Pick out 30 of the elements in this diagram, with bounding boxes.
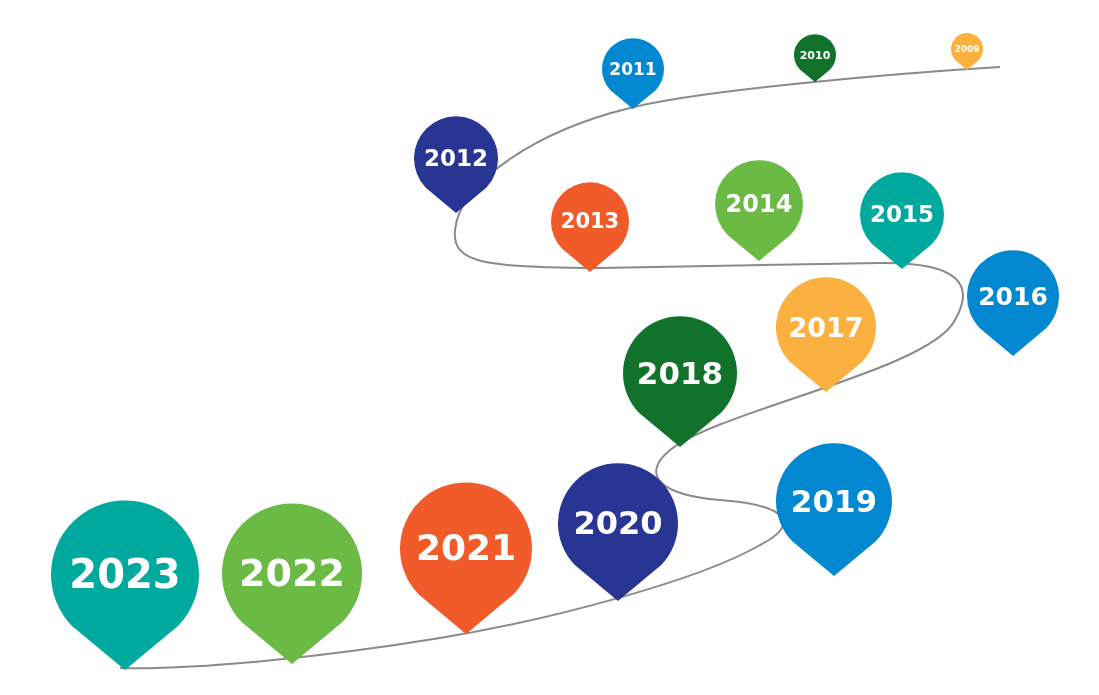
year-label: 2016	[977, 284, 1049, 309]
year-label: 2020	[572, 507, 664, 539]
year-label: 2011	[608, 61, 658, 78]
map-pin	[794, 34, 836, 82]
year-label: 2023	[68, 554, 182, 594]
map-pin	[776, 443, 892, 576]
year-label: 2018	[635, 358, 725, 389]
year-label: 2009	[953, 45, 981, 54]
map-pin	[715, 160, 803, 261]
map-pin	[400, 482, 532, 634]
year-label: 2010	[798, 50, 832, 61]
map-pin	[602, 38, 664, 109]
map-pin	[951, 33, 983, 70]
map-pin	[414, 116, 498, 213]
map-pin	[623, 316, 737, 447]
map-pin	[551, 182, 629, 272]
map-pin	[51, 500, 199, 670]
year-label: 2019	[789, 486, 879, 517]
map-pin	[222, 503, 362, 664]
year-label: 2013	[559, 211, 621, 232]
year-label: 2014	[724, 192, 794, 216]
year-label: 2021	[414, 530, 518, 566]
year-label: 2022	[238, 554, 346, 592]
year-label: 2015	[869, 203, 935, 226]
map-pin	[776, 277, 876, 392]
map-pin	[967, 250, 1059, 356]
map-pin	[860, 172, 944, 269]
year-label: 2017	[787, 314, 865, 341]
map-pin	[558, 463, 678, 601]
year-label: 2012	[423, 147, 489, 170]
